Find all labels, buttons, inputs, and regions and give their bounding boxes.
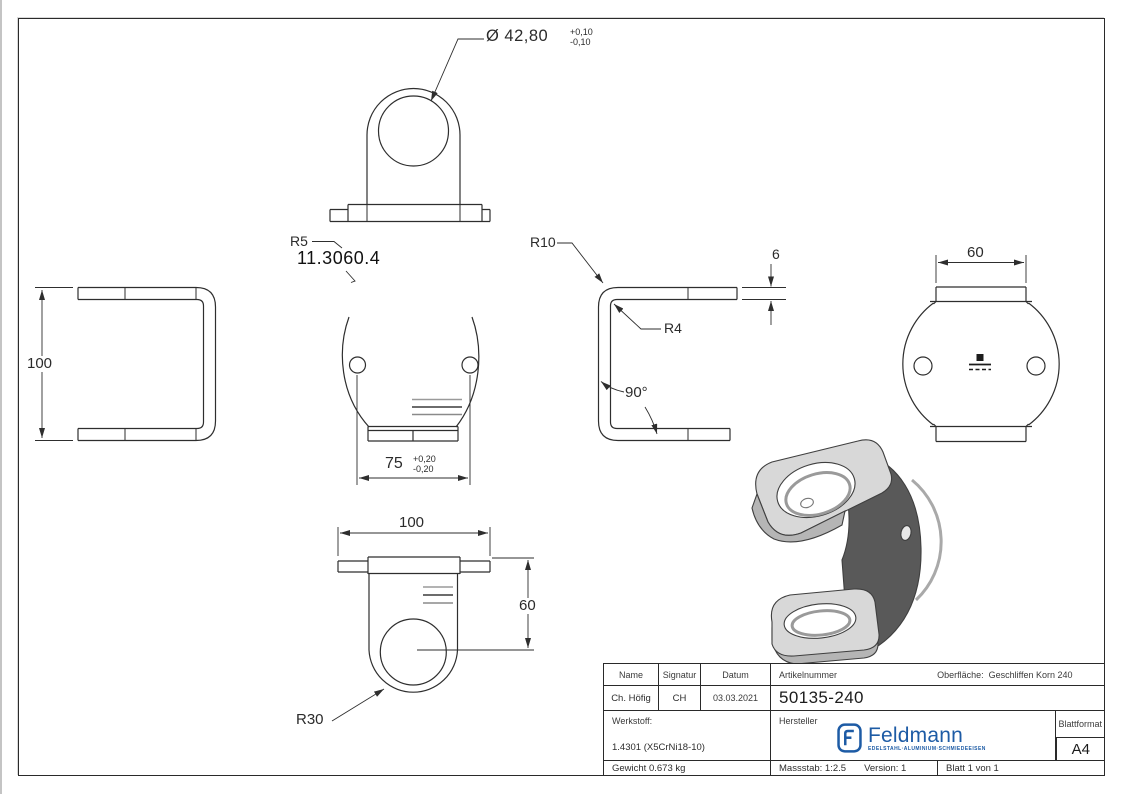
center-stamp-mark: [969, 354, 991, 371]
brand-name: Feldmann: [868, 723, 963, 747]
oberflaeche: Oberfläche: Geschliffen Korn 240: [937, 670, 1072, 680]
blattformat-value: A4: [1056, 738, 1105, 761]
massstab-cell: Massstab: 1:2.5 Version: 1: [771, 761, 938, 776]
tolerance-plus: +0,20: [413, 454, 436, 464]
isometric-3d-part: [751, 439, 943, 665]
dim-base-width: [337, 527, 491, 556]
tolerance-plus: +0,10: [570, 27, 593, 37]
dimension-r4: R4: [664, 320, 682, 336]
sheet-border-frame: [18, 18, 1105, 776]
dimension-overall-height: 100: [25, 355, 55, 372]
dimension-thickness: 6: [772, 246, 780, 262]
title-block-name-label: Name: [604, 664, 659, 686]
title-block-datum-value: 03.03.2021: [701, 686, 771, 711]
brand-tagline: EDELSTAHL·ALUMINIUM·SCHMIEDEEISEN: [868, 745, 986, 752]
tolerance-minus: -0,20: [413, 463, 434, 474]
part-top-small-hole: [800, 497, 814, 509]
title-block-name-value: Ch. Höfig: [604, 686, 659, 711]
dimension-r5: R5: [290, 233, 308, 249]
dimension-r10: R10: [530, 234, 556, 250]
hersteller-label: Hersteller: [779, 716, 818, 726]
bottom-view-hatch-lines: [423, 586, 453, 604]
back-view: [902, 286, 1060, 443]
feldmann-logo-text: Feldmann EDELSTAHL·ALUMINIUM·SCHMIEDEEIS…: [868, 725, 986, 752]
blattformat-label: Blattformat: [1056, 711, 1105, 738]
part-top-lug-hole: [776, 461, 856, 519]
title-block: Name Signatur Datum Artikelnummer Oberfl…: [603, 663, 1105, 776]
dimension-center-height: 60: [517, 597, 538, 614]
hole-spacing-tolerance: +0,20 -0,20: [413, 454, 436, 474]
blatt-cell: Blatt 1 von 1: [946, 762, 999, 774]
title-block-datum-label: Datum: [701, 664, 771, 686]
left-side-view: [77, 286, 217, 442]
part-web-hole: [900, 525, 912, 541]
dim-thickness: [742, 264, 786, 325]
right-side-view: [597, 286, 738, 442]
dim-hole-spacing: [356, 375, 471, 485]
werkstoff-value: 1.4301 (X5CrNi18-10): [612, 742, 705, 753]
dimension-bend-angle: 90°: [625, 384, 648, 401]
artikelnummer-value: 50135-240: [771, 686, 1105, 711]
title-block-signatur-label: Signatur: [659, 664, 701, 686]
leader-r30: [331, 688, 385, 722]
title-block-signatur-value: CH: [659, 686, 701, 711]
dimension-hole-spacing: 75: [385, 455, 403, 472]
leader-r5: [312, 241, 343, 249]
title-block-artikel-row: Artikelnummer Oberfläche: Geschliffen Ko…: [771, 664, 1105, 686]
top-lug-view: [329, 87, 491, 223]
part-top-lug-thickness: [751, 492, 846, 543]
oberflaeche-value: Geschliffen Korn 240: [988, 669, 1073, 680]
feldmann-logo-icon: [837, 723, 862, 753]
dim-tab-width: [935, 255, 1027, 283]
feldmann-logo: Feldmann EDELSTAHL·ALUMINIUM·SCHMIEDEEIS…: [837, 723, 986, 753]
front-view: [341, 316, 480, 442]
bottom-view: [337, 556, 491, 693]
tolerance-minus: -0,10: [570, 36, 591, 47]
stamp-number: 11.3060.4: [297, 248, 381, 268]
leader-r10: [557, 242, 604, 284]
hole-diameter-tolerance: +0,10 -0,10: [570, 27, 593, 47]
werkstoff-cell: Werkstoff: 1.4301 (X5CrNi18-10): [604, 711, 771, 761]
front-view-hatch-lines: [412, 398, 462, 416]
screen-edge-line: [0, 0, 2, 794]
version-value: Version: 1: [864, 762, 907, 774]
dimension-base-width: 100: [399, 514, 425, 531]
dimension-hole-diameter: Ø 42,80: [486, 27, 549, 45]
hersteller-cell: Hersteller Feldmann EDELSTAHL·ALUMINIUM·…: [771, 711, 1056, 761]
dim-bend-angle: [600, 381, 658, 435]
gewicht-cell: Gewicht 0.673 kg: [604, 761, 771, 776]
leader-r4: [613, 303, 661, 330]
oberflaeche-label: Oberfläche:: [937, 669, 984, 680]
leader-hole-diameter: [430, 38, 484, 102]
dimension-r30: R30: [296, 711, 324, 728]
artikelnummer-label: Artikelnummer: [779, 669, 838, 680]
massstab-value: Massstab: 1:2.5: [779, 762, 847, 774]
dimension-tab-width: 60: [967, 244, 984, 261]
leader-stamp-number: [345, 270, 356, 283]
werkstoff-label: Werkstoff:: [612, 716, 653, 726]
